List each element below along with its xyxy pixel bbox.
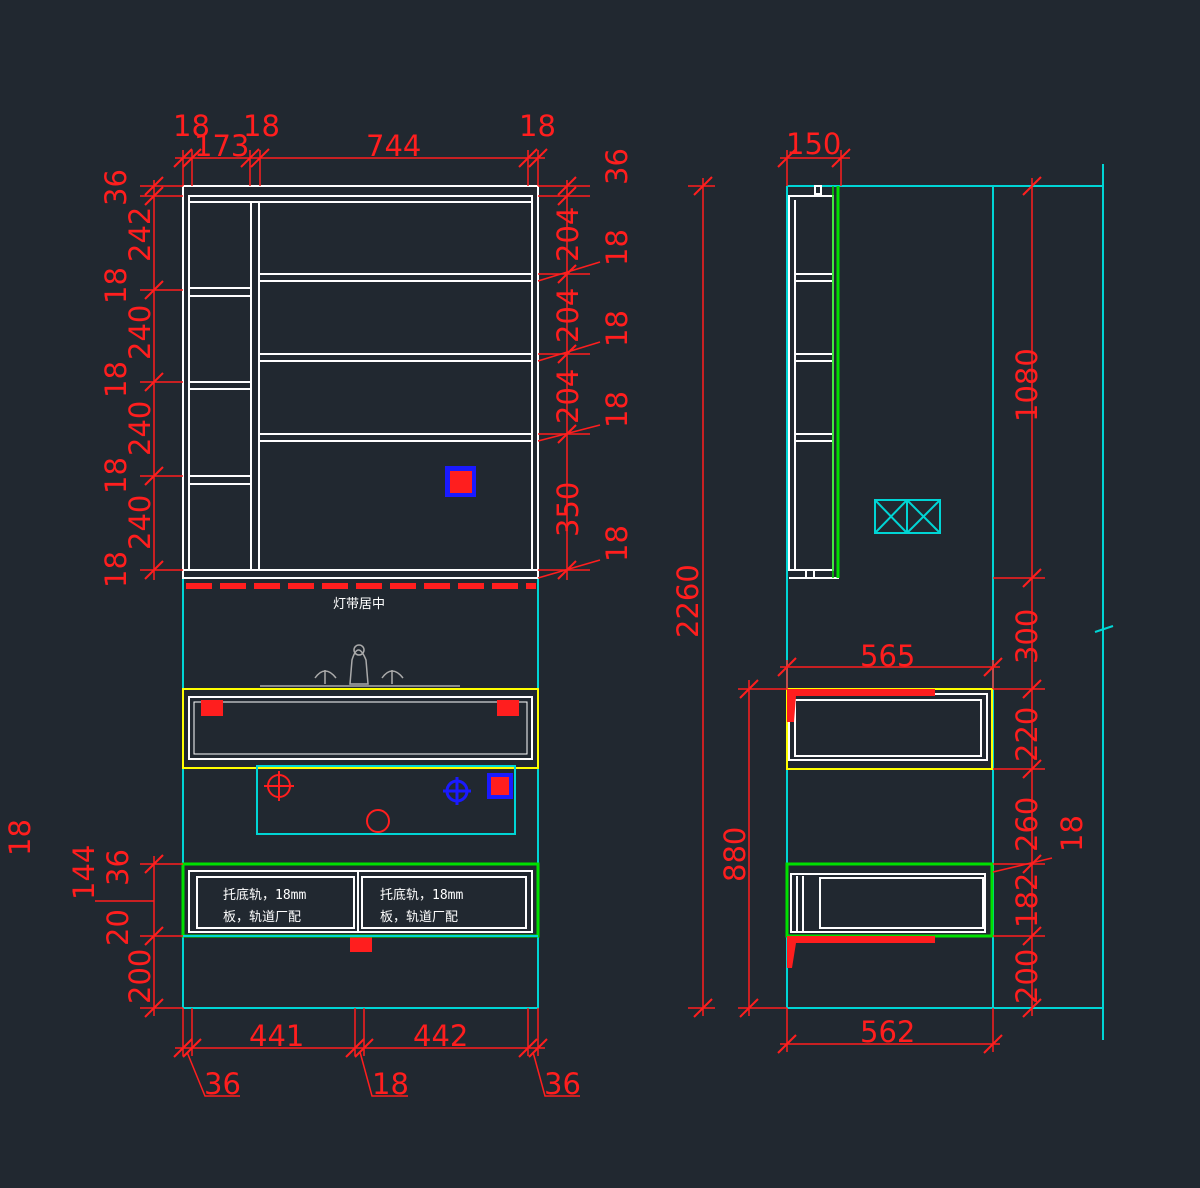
dim-right-5: 18 — [600, 310, 634, 347]
dim-side-right-6: 200 — [1010, 949, 1044, 1004]
dim-side-bottom-width: 562 — [860, 1015, 915, 1049]
side-upper-cabinet — [788, 185, 839, 579]
drawer-note-right-1: 托底轨，18mm — [380, 887, 463, 903]
side-elevation: 150 2260 1080 565 880 300 220 260 18 182… — [671, 127, 1114, 1054]
counter-drawer — [182, 688, 539, 769]
dim-left-5: 18 — [99, 361, 133, 398]
dim-right-3: 18 — [600, 229, 634, 266]
dim-right-6: 204 — [551, 369, 585, 424]
dim-lower-left-4: 200 — [123, 949, 157, 1004]
drawer-note-left-2: 板，轨道厂配 — [223, 910, 301, 925]
upper-cabinet — [182, 185, 539, 579]
dim-right-7: 18 — [600, 391, 634, 428]
dim-lower-left-1: 144 — [67, 845, 101, 900]
dim-side-counter-width: 565 — [860, 639, 915, 673]
dim-right-4: 204 — [551, 288, 585, 343]
dim-left-8: 240 — [123, 495, 157, 550]
dim-bottom-sub-2: 18 — [372, 1067, 409, 1101]
dim-lower-left-3: 20 — [101, 909, 135, 946]
dim-side-total-height: 2260 — [671, 564, 705, 638]
basin — [256, 765, 516, 835]
side-ticks — [693, 148, 1042, 1054]
dim-left-1: 36 — [99, 169, 133, 206]
dim-top-3: 18 — [243, 109, 280, 143]
dim-side-upper-height: 1080 — [1010, 348, 1044, 422]
dim-left-9: 18 — [99, 551, 133, 588]
dim-bottom-sub-1: 36 — [204, 1067, 241, 1101]
dim-side-top: 150 — [786, 127, 841, 161]
dim-side-right-3: 260 — [1010, 797, 1044, 852]
dim-bottom-2: 442 — [413, 1019, 468, 1053]
dim-top-4: 744 — [366, 129, 421, 163]
front-elevation: 灯带居中 — [3, 109, 634, 1101]
faucet-icon — [260, 644, 460, 687]
side-dimension-lines — [688, 150, 1053, 1052]
dim-top-5: 18 — [519, 109, 556, 143]
dim-right-8: 350 — [551, 482, 585, 537]
drawer-note-left-1: 托底轨，18mm — [223, 887, 306, 903]
dim-bottom-1: 441 — [249, 1019, 304, 1053]
dim-lower-left-2: 36 — [101, 849, 135, 886]
dim-side-right-4: 18 — [1055, 815, 1089, 852]
side-box-icon — [874, 499, 941, 534]
dim-left-6: 240 — [123, 401, 157, 456]
dim-side-counter-height: 880 — [718, 827, 752, 882]
dim-top-2: 173 — [194, 129, 249, 163]
dim-far-left: 18 — [3, 819, 37, 856]
dim-side-right-1: 300 — [1010, 609, 1044, 664]
target-icon — [264, 771, 294, 801]
dim-left-4: 240 — [123, 305, 157, 360]
dim-left-3: 18 — [99, 267, 133, 304]
dim-right-2: 204 — [551, 207, 585, 262]
blue-target-icon — [443, 777, 471, 805]
switch-icon — [445, 466, 513, 799]
dim-left-2: 242 — [123, 207, 157, 262]
light-strip-note: 灯带居中 — [333, 597, 385, 612]
dim-side-right-2: 220 — [1010, 707, 1044, 762]
drain-icon — [366, 809, 390, 833]
dim-bottom-sub-3: 36 — [544, 1067, 581, 1101]
dim-right-1: 36 — [600, 148, 634, 185]
side-red-bottom — [787, 936, 935, 968]
socket-icon — [201, 700, 519, 952]
dim-side-right-5: 182 — [1010, 873, 1044, 928]
front-dimension-lines — [95, 150, 601, 1097]
dim-top-1: 18 — [173, 109, 210, 143]
drawer-note-right-2: 板，轨道厂配 — [380, 910, 458, 925]
dim-left-7: 18 — [99, 457, 133, 494]
dim-right-9: 18 — [600, 525, 634, 562]
side-red-top — [787, 689, 935, 722]
